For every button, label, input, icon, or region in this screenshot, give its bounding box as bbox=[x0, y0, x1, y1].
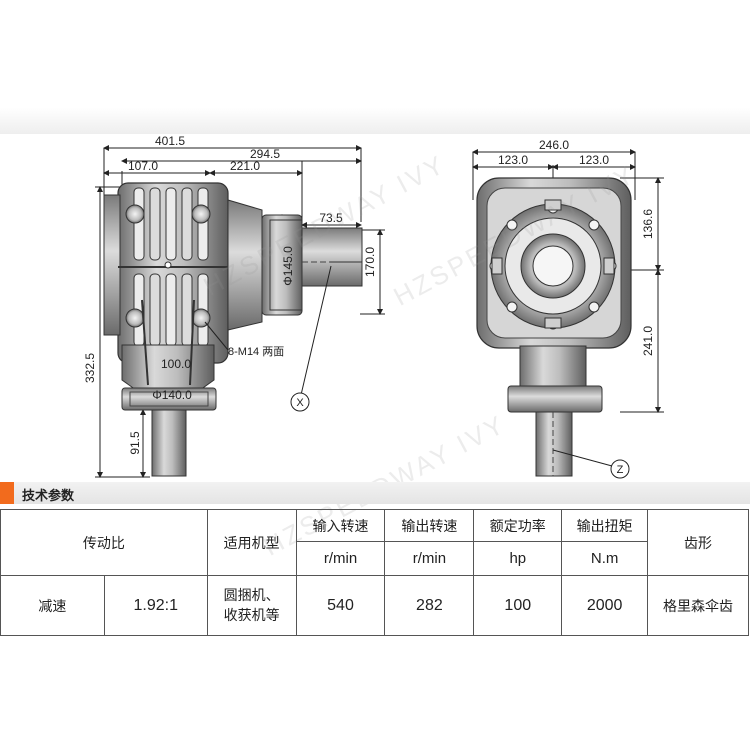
bolt-callout: 8-M14 两面 bbox=[228, 346, 284, 358]
header-torque: 输出扭矩 bbox=[561, 509, 649, 542]
cell-ratio: 1.92:1 bbox=[103, 575, 208, 636]
cell-power: 100 bbox=[473, 575, 563, 636]
section-marker-x: X bbox=[296, 397, 304, 409]
header-ratio: 传动比 bbox=[0, 509, 208, 576]
section-marker-z: Z bbox=[617, 464, 624, 476]
unit-output-speed: r/min bbox=[384, 541, 475, 576]
cell-machine: 圆捆机、 收获机等 bbox=[206, 575, 297, 636]
spec-table: 传动比 适用机型 输入转速 输出转速 额定功率 输出扭矩 齿形 r/min r/… bbox=[0, 509, 749, 636]
dim-half-left: 123.0 bbox=[498, 153, 528, 167]
header-input-speed: 输入转速 bbox=[295, 509, 386, 542]
header-power: 额定功率 bbox=[473, 509, 563, 542]
unit-input-speed: r/min bbox=[295, 541, 386, 576]
dim-height: 332.5 bbox=[83, 353, 97, 383]
cell-machine-line1: 圆捆机、 bbox=[223, 587, 280, 604]
dim-upper-height: 136.6 bbox=[641, 209, 655, 239]
section-accent-marker bbox=[0, 482, 14, 504]
cell-input-speed: 540 bbox=[295, 575, 386, 636]
dim-base-diameter: Φ140.0 bbox=[152, 388, 192, 402]
dim-left-offset: 107.0 bbox=[128, 159, 158, 173]
dim-lower-height: 241.0 bbox=[641, 326, 655, 356]
cell-machine-line2: 收获机等 bbox=[223, 607, 280, 624]
dim-base-width: 100.0 bbox=[161, 357, 191, 371]
dim-to-output-end: 294.5 bbox=[250, 147, 280, 161]
top-background bbox=[0, 0, 750, 134]
dim-overall-width: 246.0 bbox=[539, 138, 569, 152]
dim-flange-diameter: Φ145.0 bbox=[281, 246, 295, 286]
cell-type: 减速 bbox=[0, 575, 105, 636]
dim-to-flange: 221.0 bbox=[230, 159, 260, 173]
unit-power: hp bbox=[473, 541, 563, 576]
cell-torque: 2000 bbox=[561, 575, 649, 636]
dim-overall-length: 401.5 bbox=[155, 134, 185, 148]
unit-torque: N.m bbox=[561, 541, 649, 576]
section-title: 技术参数 bbox=[22, 489, 75, 504]
right-view: 246.0 123.0 123.0 136.6 241.0 Z bbox=[472, 138, 664, 479]
cell-output-speed: 282 bbox=[384, 575, 475, 636]
header-tooth: 齿形 bbox=[647, 509, 749, 576]
technical-drawing: 401.5 294.5 107.0 221.0 73.5 Φ145.0 170.… bbox=[83, 134, 664, 479]
section-header-bar bbox=[0, 482, 750, 504]
dim-input-shaft: 91.5 bbox=[128, 431, 142, 455]
header-machine: 适用机型 bbox=[206, 509, 297, 576]
dim-shaft-length: 73.5 bbox=[319, 211, 343, 225]
dim-half-right: 123.0 bbox=[579, 153, 609, 167]
header-output-speed: 输出转速 bbox=[384, 509, 475, 542]
dim-flange-height: 170.0 bbox=[363, 247, 377, 277]
cell-tooth: 格里森伞齿 bbox=[647, 575, 749, 636]
left-view: 401.5 294.5 107.0 221.0 73.5 Φ145.0 170.… bbox=[83, 134, 385, 478]
